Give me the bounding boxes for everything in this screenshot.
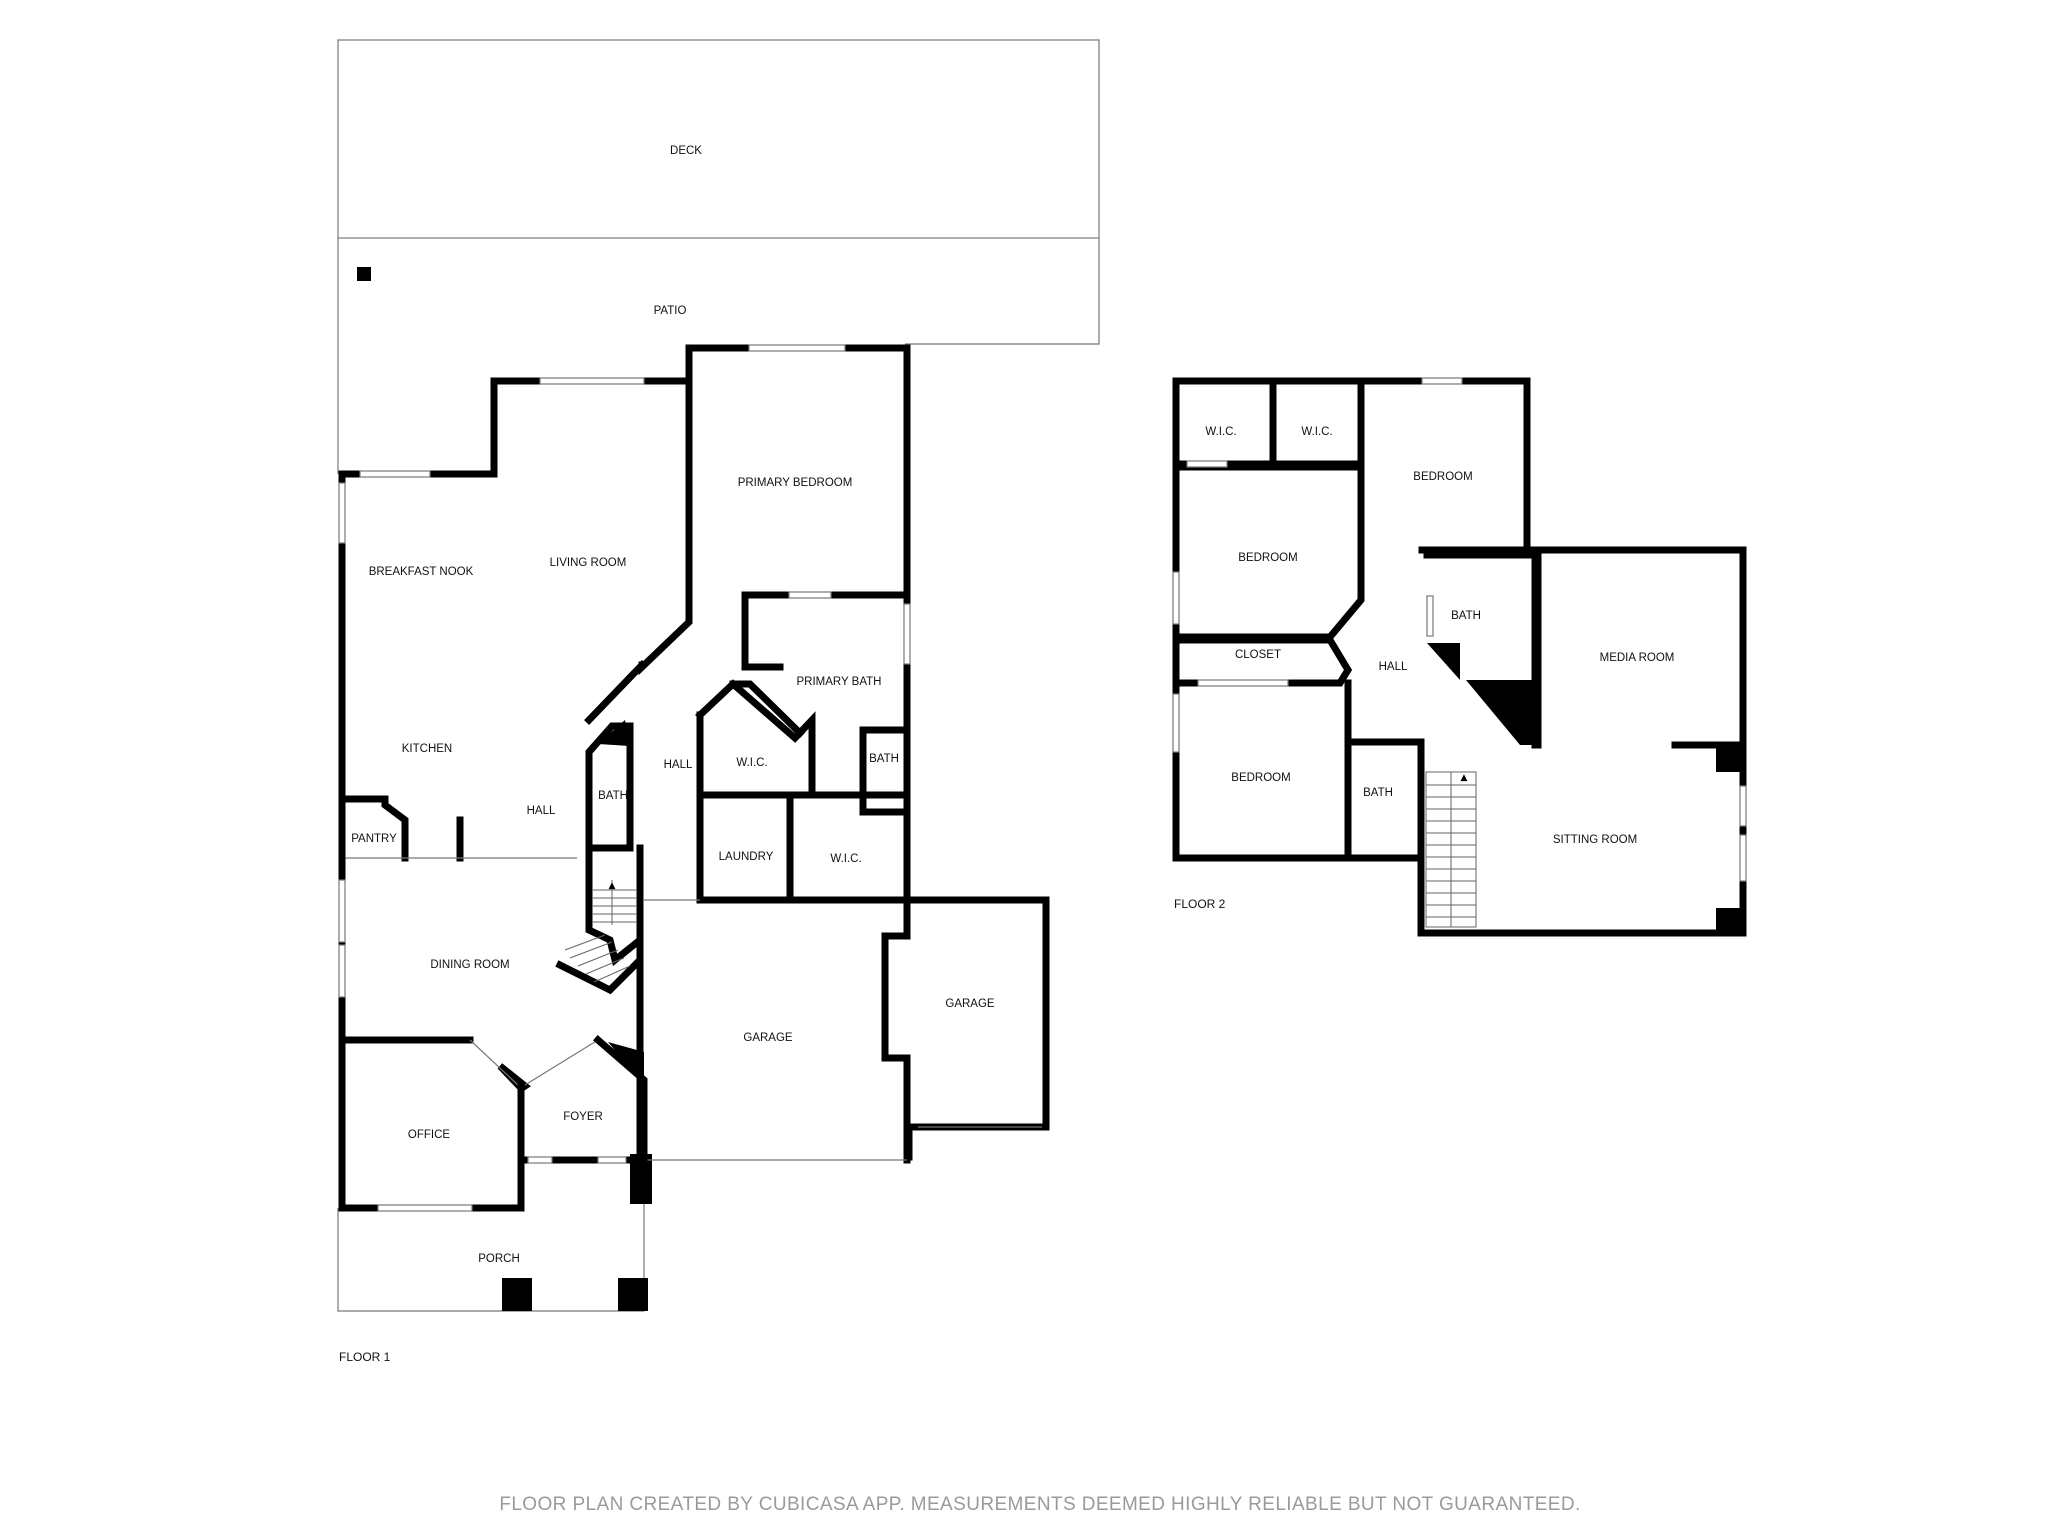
- window-primary-bedroom: [748, 344, 846, 352]
- exterior-wall-garage-east: [881, 896, 911, 1164]
- room-label-laundry: LAUNDRY: [719, 851, 774, 863]
- room-label-dining-room: DINING ROOM: [430, 959, 509, 971]
- f2-room-label-wic-a: W.I.C.: [1205, 426, 1236, 438]
- room-label-foyer: FOYER: [563, 1111, 603, 1123]
- wall-stairs: [585, 844, 644, 967]
- f2-wedge-media: [1466, 680, 1538, 745]
- window-nook-north: [359, 470, 431, 478]
- f2-room-label-bedroom-w: BEDROOM: [1238, 552, 1297, 564]
- deck-outline: [337, 39, 1100, 239]
- window-dining-west-b: [338, 944, 346, 998]
- wall-wic-a: [695, 679, 816, 799]
- deck-post: [357, 267, 371, 281]
- f2-door-bath: [1426, 595, 1434, 637]
- f2-room-label-hall: HALL: [1379, 661, 1408, 673]
- f2-window-bedroom-sw: [1172, 693, 1180, 753]
- wall-dining-east: [584, 660, 647, 725]
- f2-exterior-north: [1172, 377, 1747, 937]
- f2-door-closet: [1197, 679, 1289, 687]
- f2-room-label-bath-upper: BATH: [1451, 610, 1481, 622]
- floor-2-label: FLOOR 2: [1174, 897, 1226, 911]
- wall-bath-wedge: [598, 720, 630, 746]
- f2-stairs-arrow-icon: ▲: [1461, 773, 1468, 783]
- wall-foyer-diag: [524, 1039, 599, 1086]
- wall-bath-small: [859, 726, 911, 816]
- f2-room-label-bath-lower: BATH: [1363, 787, 1393, 799]
- patio-outline-east: [905, 238, 1100, 345]
- room-label-porch: PORCH: [478, 1253, 520, 1265]
- room-label-wic-a: W.I.C.: [736, 757, 767, 769]
- f2-wall-closet: [1179, 636, 1353, 687]
- window-foyer-b: [597, 1156, 627, 1164]
- f2-window-bedroom-ne: [1421, 377, 1463, 385]
- wall-pantry: [338, 795, 409, 862]
- room-label-garage-main: GARAGE: [743, 1032, 793, 1044]
- f2-column-ne: [1716, 748, 1740, 772]
- porch-column-west: [502, 1278, 532, 1311]
- room-label-primary-bath: PRIMARY BATH: [797, 676, 882, 688]
- f2-window-sitting-b: [1739, 834, 1747, 882]
- floor-1-plan: ▲ DECK PATIO PRIMARY BEDROOM BREAKFAST N…: [337, 39, 1100, 1364]
- f2-wedge-bath: [1427, 643, 1460, 680]
- f2-window-bedroom-w: [1172, 571, 1180, 625]
- wall-foyer-wedge: [608, 1042, 644, 1085]
- f2-window-sitting-a: [1739, 785, 1747, 827]
- wall-office-diag: [469, 1039, 519, 1086]
- window-primary-bath-east: [903, 603, 911, 665]
- room-label-breakfast-nook: BREAKFAST NOOK: [369, 566, 474, 578]
- room-label-kitchen: KITCHEN: [402, 743, 452, 755]
- room-label-bath-small: BATH: [869, 753, 899, 765]
- room-label-hall-east: HALL: [664, 759, 693, 771]
- f2-door-wic: [1186, 460, 1228, 468]
- f2-room-label-closet: CLOSET: [1235, 649, 1281, 661]
- room-label-wic-b: W.I.C.: [830, 853, 861, 865]
- footer-disclaimer: FLOOR PLAN CREATED BY CUBICASA APP. MEAS…: [499, 1494, 1580, 1515]
- floor-2-plan: ▲ W.I.C. W.I.C. BEDROOM BEDROOM BATH MED…: [1172, 377, 1747, 937]
- room-label-bath-hall: BATH: [598, 790, 628, 802]
- window-nook-west: [338, 482, 346, 544]
- room-label-patio: PATIO: [654, 305, 687, 317]
- exterior-wall-foyer: [517, 1086, 648, 1204]
- exterior-wall-primary-bedroom-west: [638, 377, 693, 676]
- wall-primary-bath: [741, 591, 911, 664]
- window-office-south: [377, 1204, 473, 1212]
- room-label-office: OFFICE: [408, 1129, 450, 1141]
- window-living-room: [539, 377, 645, 385]
- f2-room-label-wic-b: W.I.C.: [1301, 426, 1332, 438]
- room-label-primary-bedroom: PRIMARY BEDROOM: [738, 477, 853, 489]
- porch-outline: [337, 1200, 645, 1312]
- window-dining-west-a: [338, 879, 346, 943]
- exterior-wall-office-south: [338, 1081, 525, 1212]
- entry-pillar: [630, 1154, 652, 1204]
- window-primary-bath: [788, 591, 832, 599]
- f2-room-label-sitting-room: SITTING ROOM: [1553, 834, 1637, 846]
- room-label-garage-side: GARAGE: [945, 998, 995, 1010]
- stairs-floor-1: [564, 880, 637, 983]
- exterior-wall-north: [338, 344, 1050, 1131]
- stairs-floor-2: [1425, 771, 1477, 928]
- wall-laundry-west: [696, 711, 911, 904]
- f2-room-label-bedroom-ne: BEDROOM: [1413, 471, 1472, 483]
- porch-column-east: [618, 1278, 648, 1311]
- room-label-living-room: LIVING ROOM: [550, 557, 627, 569]
- wall-stair-lower: [555, 951, 644, 1044]
- room-label-deck: DECK: [670, 145, 702, 157]
- floor-1-label: FLOOR 1: [339, 1350, 391, 1364]
- wall-wic-a-inner: [729, 680, 805, 738]
- f2-room-label-bedroom-sw: BEDROOM: [1231, 772, 1290, 784]
- f2-room-label-media-room: MEDIA ROOM: [1600, 652, 1675, 664]
- room-label-pantry: PANTRY: [351, 833, 397, 845]
- stairs-arrow-icon: ▲: [609, 881, 616, 891]
- window-foyer-a: [527, 1156, 553, 1164]
- f2-column-se: [1716, 908, 1740, 930]
- f2-wall-bath-lower: [1344, 738, 1425, 862]
- room-label-hall-center: HALL: [527, 805, 556, 817]
